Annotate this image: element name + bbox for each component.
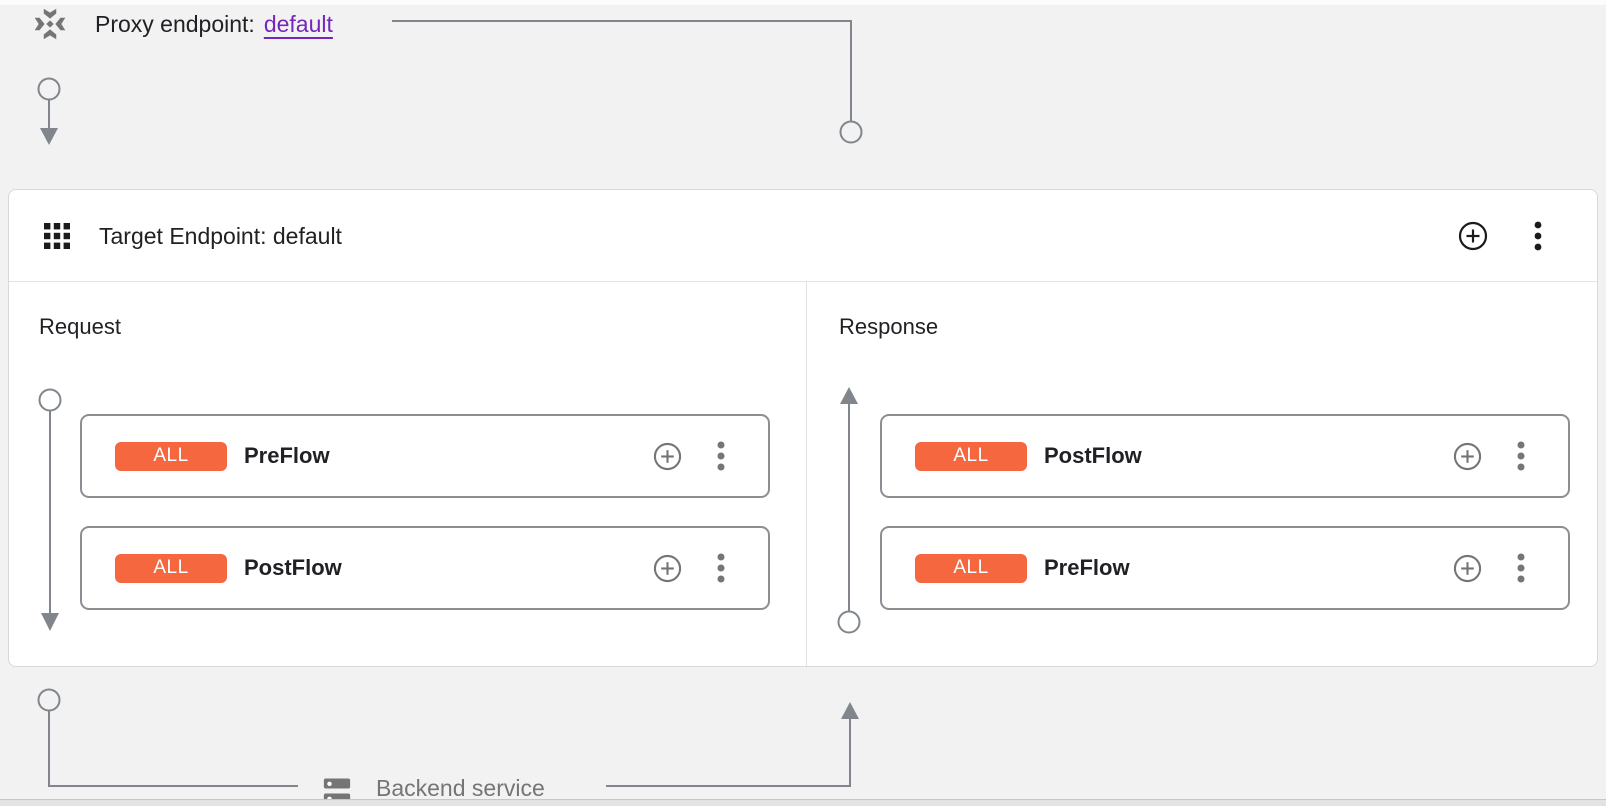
kebab-icon [717,553,725,583]
request-response-divider [806,282,807,666]
kebab-icon [1534,221,1542,251]
kebab-icon [717,441,725,471]
flow-menu-button[interactable] [1504,551,1538,585]
plus-circle-icon [653,554,681,582]
kebab-icon [1517,553,1525,583]
arrow-down-icon [40,128,58,145]
flow-name: PreFlow [244,443,330,468]
target-endpoint-header: Target Endpoint: default [9,190,1597,282]
condition-badge: ALL [115,553,227,583]
connector-node-circle [37,77,61,101]
plus-circle-icon [1458,221,1488,251]
proxy-endpoint-icon [34,8,66,40]
add-policy-button[interactable] [1450,551,1484,585]
connector-node-circle [37,688,61,712]
condition-badge: ALL [915,553,1027,583]
target-endpoint-card: Target Endpoint: default Request Respons… [8,189,1598,667]
target-endpoint-title: Target Endpoint: default [99,223,342,249]
response-postflow-box[interactable]: ALL PostFlow [880,414,1570,498]
flow-name: PreFlow [1044,555,1130,580]
connector-backend-to-response [606,719,851,787]
flow-menu-button[interactable] [704,439,738,473]
condition-badge: ALL [115,441,227,471]
connector-node-circle [839,120,863,144]
connector-proxy-to-target [392,20,852,121]
response-panel-label: Response [839,314,939,339]
top-edge-strip [0,0,1606,5]
connector-target-to-backend [48,711,298,787]
request-preflow-box[interactable]: ALL PreFlow [80,414,770,498]
plus-circle-icon [1453,554,1481,582]
flow-name: PostFlow [244,555,342,580]
backend-service-label: Backend service [376,774,545,801]
target-endpoint-menu-button[interactable] [1520,218,1556,254]
add-policy-button[interactable] [650,439,684,473]
proxy-endpoint-row: Proxy endpoint: default [33,7,333,41]
condition-badge: ALL [915,441,1027,471]
request-postflow-box[interactable]: ALL PostFlow [80,526,770,610]
flow-name: PostFlow [1044,443,1142,468]
plus-circle-icon [653,442,681,470]
proxy-endpoint-link[interactable]: default [263,10,333,37]
proxy-endpoint-label: Proxy endpoint: [95,10,255,37]
flow-menu-button[interactable] [1504,439,1538,473]
add-policy-button[interactable] [1450,439,1484,473]
plus-circle-icon [1453,442,1481,470]
add-flow-button[interactable] [1455,218,1491,254]
response-preflow-box[interactable]: ALL PreFlow [880,526,1570,610]
add-policy-button[interactable] [650,551,684,585]
arrow-up-icon [841,702,859,719]
kebab-icon [1517,441,1525,471]
flow-menu-button[interactable] [704,551,738,585]
bottom-edge-strip [0,799,1606,806]
grid-icon [44,223,70,249]
request-panel-label: Request [39,314,121,339]
